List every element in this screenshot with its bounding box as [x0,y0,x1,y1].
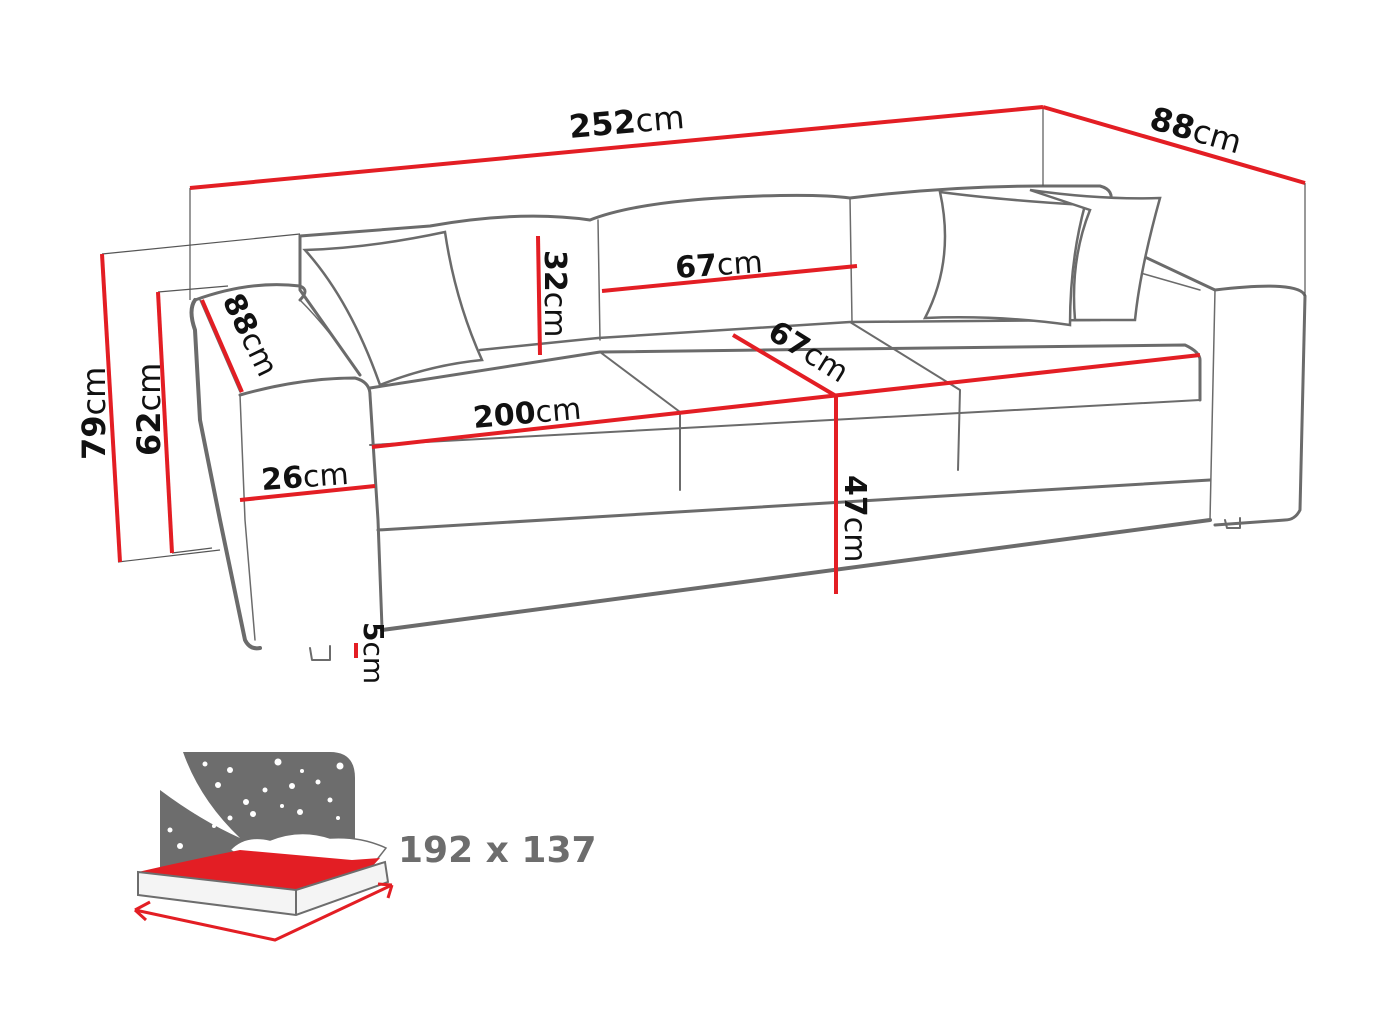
dimension-lines [100,105,1306,658]
svg-text:88cm: 88cm [215,288,285,382]
sleeping-area-size: 192 x 137 [398,830,597,871]
label-armrest-width: 26cm [260,457,350,498]
svg-text:252cm: 252cm [567,98,685,146]
label-backrest-height: 32cm [537,250,572,337]
svg-text:26cm: 26cm [260,457,350,498]
svg-text:5cm: 5cm [357,622,390,684]
svg-text:200cm: 200cm [472,392,583,436]
label-total-height: 79cm [75,367,113,460]
dimension-guides [101,107,1306,563]
svg-text:62cm: 62cm [130,363,168,456]
bed-with-night-sky-icon [133,752,394,942]
label-seat-width: 200cm [472,392,583,436]
label-total-width: 252cm [567,98,685,146]
svg-text:79cm: 79cm [75,367,113,460]
throw-pillows [302,188,1162,387]
svg-text:47cm: 47cm [837,475,872,562]
label-leg-height: 5cm [357,622,390,684]
svg-text:32cm: 32cm [537,250,572,337]
label-armrest-depth: 88cm [215,288,285,382]
label-backrest-cushion-width: 67cm [674,245,764,286]
svg-text:67cm: 67cm [674,245,764,286]
label-seat-height: 47cm [837,475,872,562]
label-armrest-height: 62cm [130,363,168,456]
sofa-outline [189,184,1307,661]
